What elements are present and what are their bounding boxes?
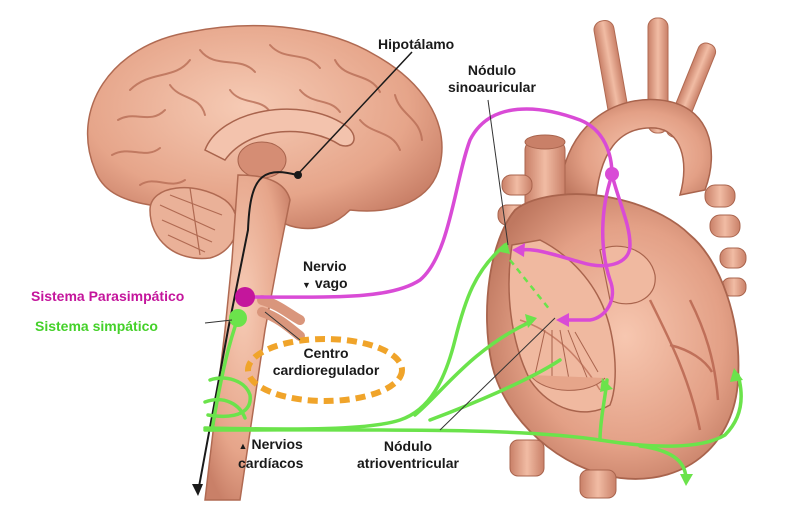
label-hypothalamus-text: Hipotálamo	[378, 36, 455, 52]
leader-lines	[204, 99, 556, 431]
corpus-callosum	[204, 108, 355, 161]
cerebellum-folia	[159, 187, 223, 256]
label-center-line1: Centro	[303, 345, 349, 361]
label-av-node: Nódulo atrioventricular	[357, 438, 459, 472]
brain	[86, 24, 443, 501]
label-sympathetic-text: Sistema simpático	[35, 318, 158, 334]
label-hypothalamus: Hipotálamo	[378, 36, 454, 53]
label-cardiac-nerves-line2: cardíacos	[238, 455, 304, 471]
label-sa-node-line1: Nódulo	[467, 62, 517, 78]
heart-cutaway	[508, 239, 616, 413]
sympathetic-node	[229, 309, 247, 327]
label-sa-node: Nódulo sinoauricular	[448, 62, 536, 96]
label-vagus-line2: vago	[314, 275, 348, 291]
label-cardioregulatory-center: Centro cardioregulador	[258, 345, 394, 379]
label-sa-node-line2: sinoauricular	[448, 79, 536, 95]
label-sympathetic: Sistema simpático	[35, 318, 158, 335]
sympathetic-pathway	[203, 243, 743, 480]
label-cardiac-nerves: ▲Nervios cardíacos	[238, 436, 303, 472]
label-vagus-line1: Nervio	[303, 258, 347, 274]
label-parasympathetic-text: Sistema Parasimpático	[31, 288, 185, 304]
heart	[486, 17, 747, 499]
aorta	[559, 98, 713, 211]
cardioregulatory-center-ring	[245, 336, 405, 404]
chordae	[534, 329, 599, 386]
parasympathetic-node	[235, 287, 255, 307]
brain-gyri	[111, 44, 423, 186]
hypothalamus-pointer	[192, 51, 413, 496]
label-av-node-line1: Nódulo	[383, 438, 433, 454]
spinal-cord	[204, 174, 291, 501]
label-parasympathetic: Sistema Parasimpático	[31, 288, 184, 305]
vagus-down-triangle-icon: ▼	[302, 280, 311, 290]
cardiac-nerves-up-triangle-icon: ▲	[238, 441, 248, 451]
sa-ganglion-marker	[605, 167, 619, 181]
coronary-vessels	[648, 299, 720, 431]
label-av-node-line2: atrioventricular	[357, 455, 459, 471]
label-center-line2: cardioregulador	[272, 362, 380, 378]
label-vagus-nerve: Nervio ▼vago	[302, 258, 348, 294]
parasympathetic-pathway	[243, 107, 632, 322]
label-cardiac-nerves-line1: Nervios	[251, 436, 303, 452]
nerve-roots	[257, 295, 305, 341]
